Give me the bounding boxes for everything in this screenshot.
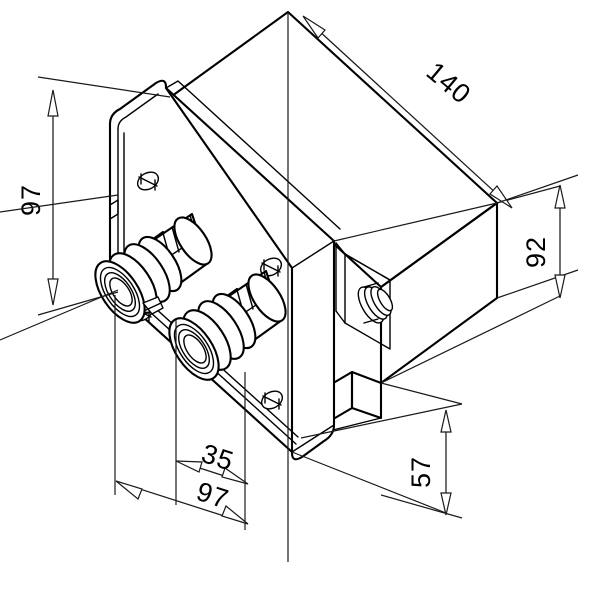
projection-line-left-upper bbox=[0, 194, 119, 213]
projection-line-lower-block bbox=[300, 403, 463, 439]
projection-line-bottom-right bbox=[291, 451, 447, 514]
extension-line-bottom bbox=[496, 269, 579, 299]
dimension-label-92: 92 bbox=[521, 236, 551, 268]
side-port-tangent-bottom bbox=[363, 318, 379, 324]
arrowhead-left bbox=[175, 460, 203, 473]
projection-line-body-bottom bbox=[380, 295, 561, 384]
extension-line-top bbox=[496, 174, 579, 204]
connector-lower-nut-end bbox=[247, 273, 287, 323]
extension-line-top bbox=[380, 382, 463, 405]
arrowhead-top bbox=[554, 184, 566, 209]
dimension-length-top: 140 bbox=[287, 12, 561, 562]
connector-upper-bore bbox=[109, 277, 133, 307]
slotted-screw bbox=[260, 390, 284, 410]
dimension-label-35: 35 bbox=[198, 438, 238, 476]
arrowhead-bottom bbox=[47, 278, 59, 306]
arrowhead-left bbox=[115, 480, 143, 500]
side-recess-port bbox=[335, 242, 394, 350]
dimension-depth-right: 92 bbox=[496, 174, 579, 299]
circular-connector-lower bbox=[168, 269, 287, 381]
connector-upper-knurl-2 bbox=[171, 226, 180, 253]
arrowhead-bottom bbox=[440, 492, 452, 516]
extension-line-right bbox=[496, 185, 561, 204]
projection-lines bbox=[0, 194, 561, 514]
body-right-face bbox=[379, 201, 499, 385]
side-recess-wall-b bbox=[335, 310, 346, 324]
arrowhead-bottom bbox=[554, 274, 566, 299]
body-lower-front-block bbox=[350, 370, 383, 420]
dimension-offset-bottom: 35 bbox=[175, 320, 249, 530]
dimension-height-lower: 57 bbox=[380, 382, 463, 519]
dimension-line bbox=[304, 17, 511, 207]
connector-lower-bore bbox=[183, 334, 207, 364]
side-recess-top-edge bbox=[344, 253, 391, 281]
connector-upper-lug-slot bbox=[145, 302, 162, 311]
slotted-screw bbox=[136, 171, 160, 191]
connector-lower-knurl-2 bbox=[245, 283, 254, 310]
dimension-height-left: 97 bbox=[16, 76, 171, 316]
dimension-label-140: 140 bbox=[421, 56, 477, 110]
projection-line-left-lower bbox=[0, 289, 119, 341]
circular-connector-upper bbox=[94, 212, 213, 324]
faceplate-left-tab bbox=[109, 199, 119, 220]
screw-slot bbox=[262, 395, 282, 406]
arrowhead-top bbox=[47, 89, 59, 117]
connector-upper-lug bbox=[142, 296, 164, 315]
projection-line-body-upper bbox=[333, 202, 498, 242]
faceplate-top-fold bbox=[291, 240, 335, 269]
side-port-bore bbox=[376, 288, 394, 312]
faceplate-bottom-fold bbox=[291, 424, 335, 453]
faceplate bbox=[108, 79, 341, 461]
side-port-tangent-top bbox=[363, 282, 379, 288]
connector-upper-nut-end bbox=[173, 216, 213, 266]
faceplate-lip-top bbox=[117, 93, 159, 130]
arrowhead-top bbox=[440, 409, 452, 433]
screw-slot bbox=[138, 176, 158, 187]
side-recess-wall-a bbox=[335, 242, 346, 255]
arrowhead-left bbox=[302, 15, 326, 39]
dimension-label-57: 57 bbox=[406, 456, 436, 488]
side-port-bushing bbox=[357, 282, 394, 324]
extension-line-bottom bbox=[380, 494, 463, 519]
arrowhead-right bbox=[221, 505, 249, 525]
extension-line-top bbox=[37, 76, 171, 98]
dimension-label-97-height: 97 bbox=[16, 184, 46, 216]
arrowhead-right bbox=[221, 467, 249, 485]
screw-slot bbox=[261, 262, 281, 273]
faceplate-top-band bbox=[165, 80, 341, 230]
